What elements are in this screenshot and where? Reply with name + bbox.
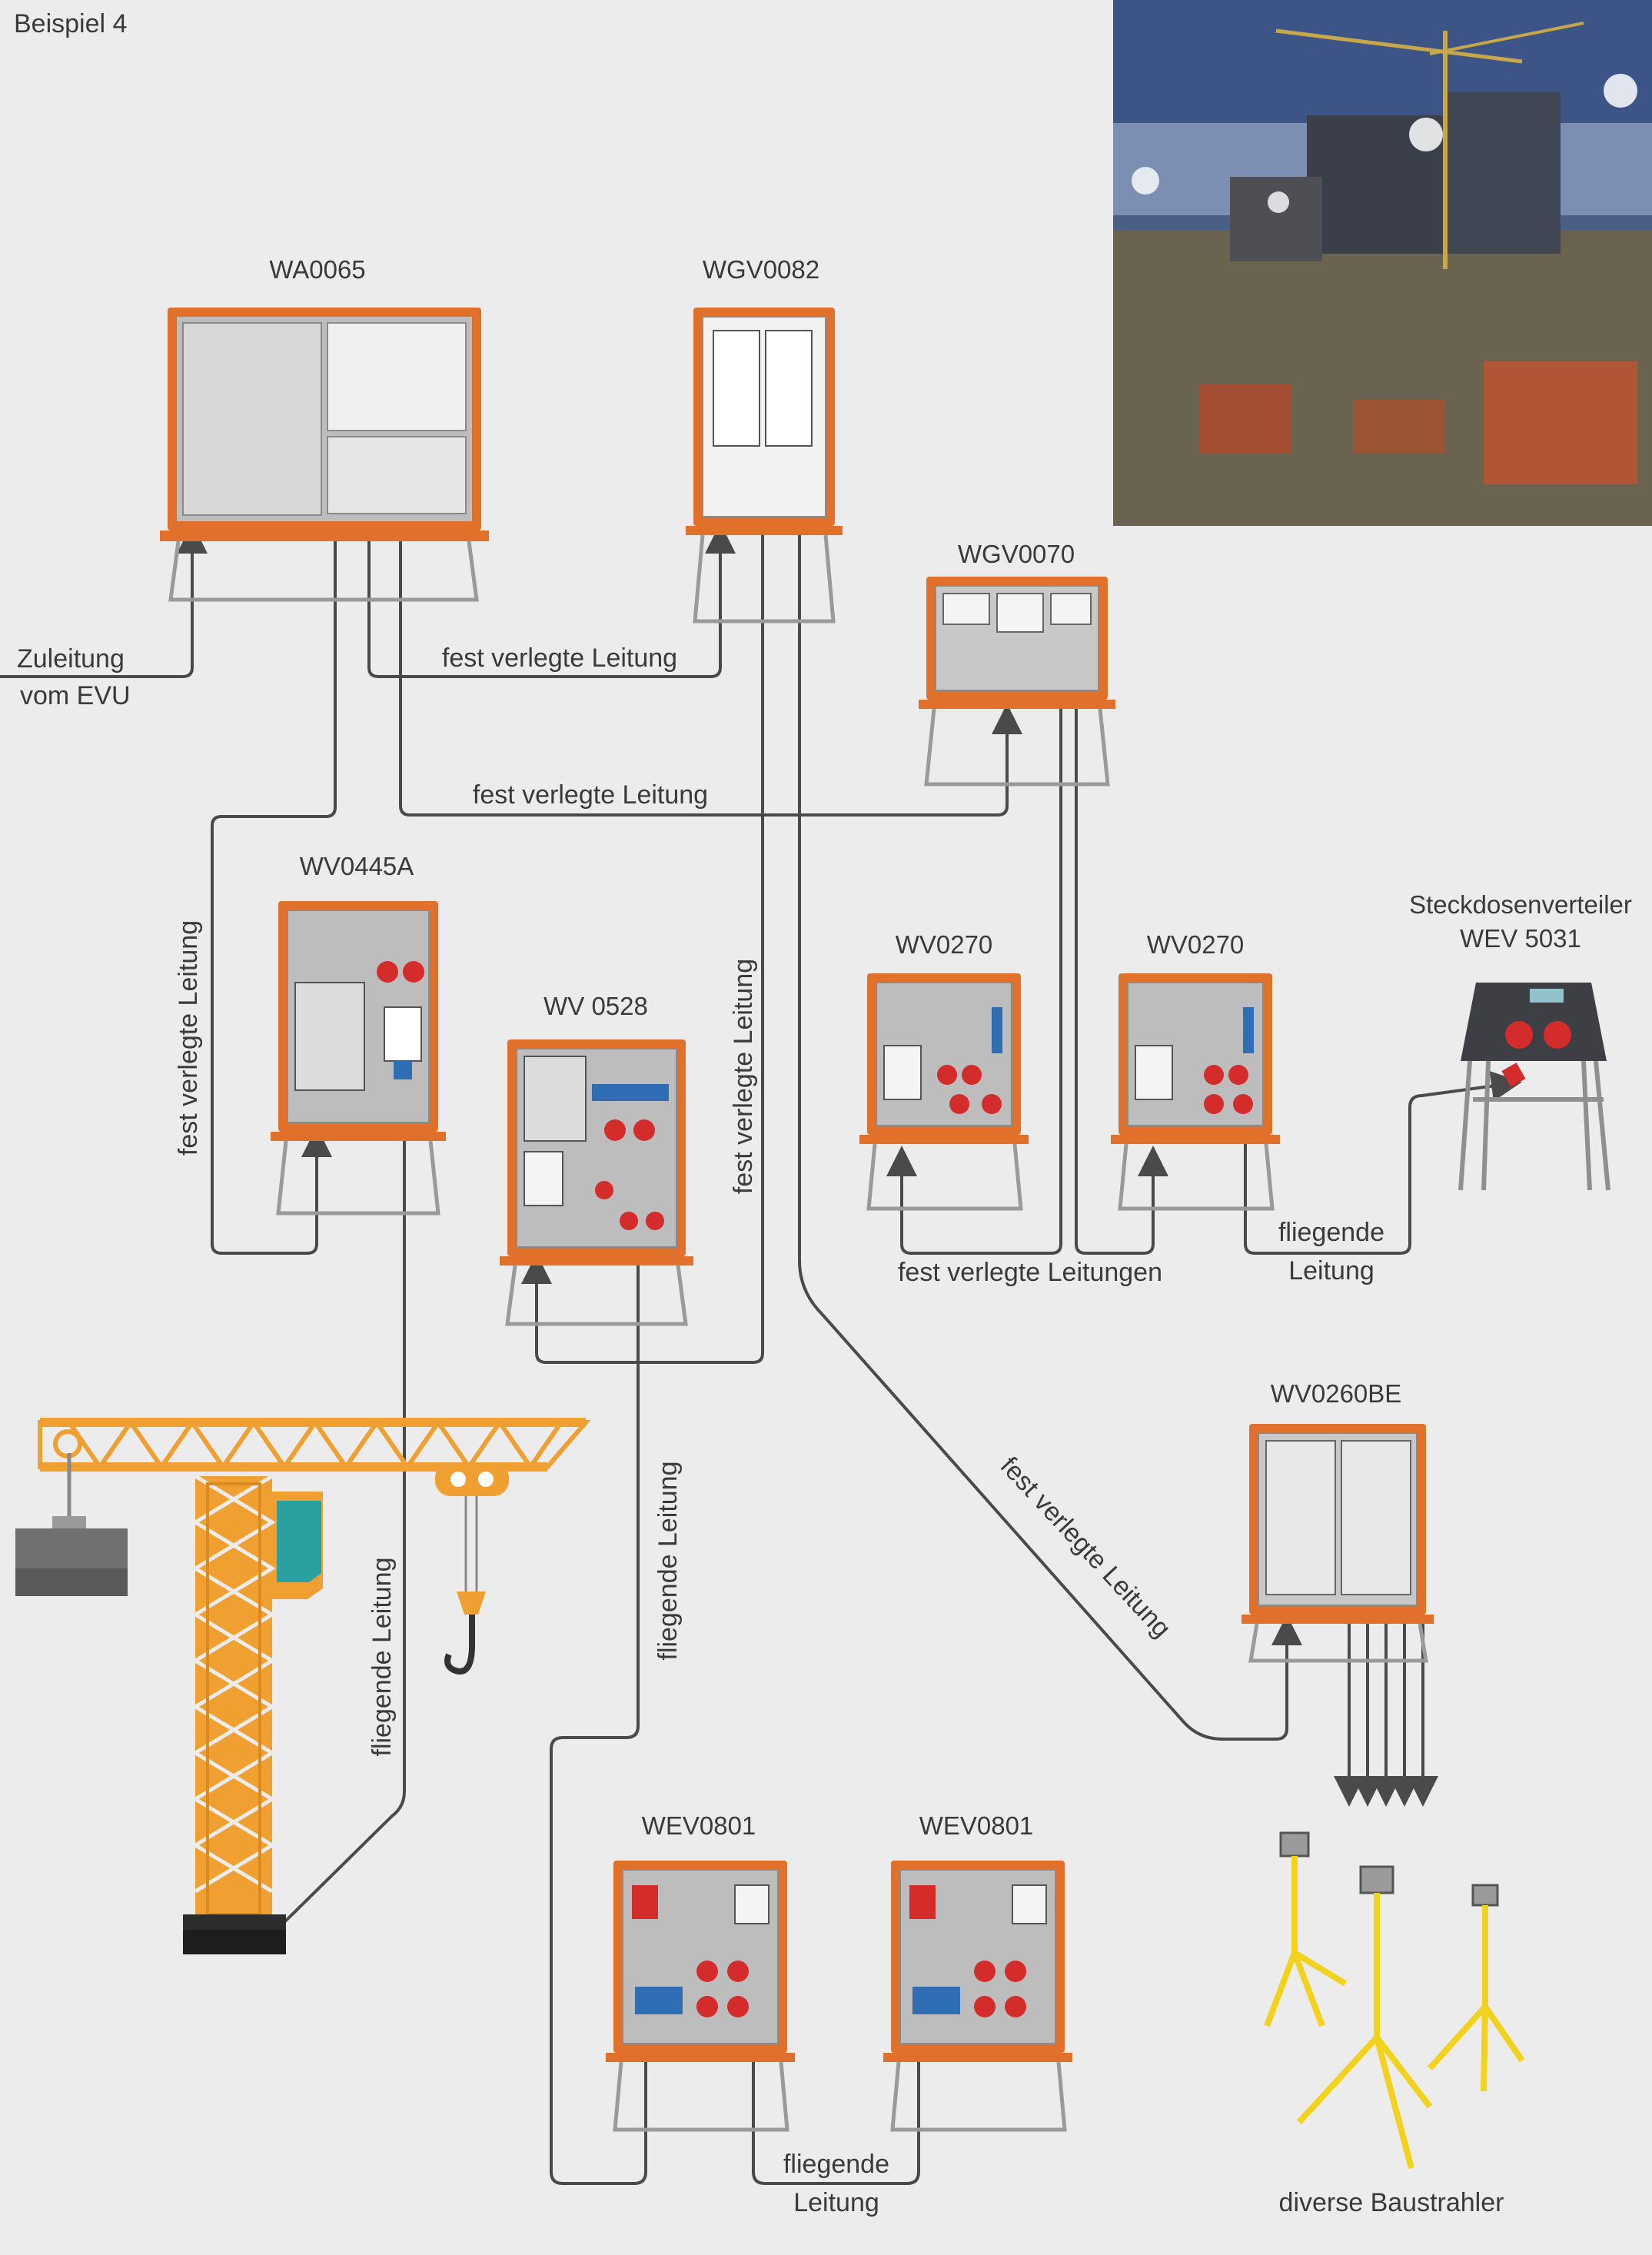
label-fliegende-leitung-1-line1: fliegende — [1278, 1218, 1384, 1247]
label-zuleitung-line1: Zuleitung — [17, 644, 125, 674]
cabinet-WA0065: WA0065 — [160, 255, 489, 602]
unit-label-WA0065: WA0065 — [269, 255, 365, 284]
tower-crane — [15, 1418, 591, 1954]
cabinet-WEV0801-a: WEV0801 — [606, 1811, 795, 2132]
unit-label-WV0445A: WV0445A — [300, 852, 414, 880]
unit-label-WV0528: WV 0528 — [543, 992, 648, 1020]
unit-label-WV0260BE: WV0260BE — [1271, 1379, 1402, 1408]
label-fliegende-leitung-2-line1: fliegende — [783, 2150, 889, 2179]
label-fest-verlegte-leitung-vertical-mid: fest verlegte Leitung — [729, 959, 758, 1194]
unit-label-WEV5031-line1: Steckdosenverteiler — [1409, 890, 1632, 919]
cabinet-WGV0082: WGV0082 — [686, 255, 843, 624]
cabinet-WGV0070: WGV0070 — [919, 540, 1115, 787]
cabinet-WV0270-a: WV0270 — [859, 930, 1029, 1211]
unit-label-WV0270-a: WV0270 — [896, 930, 993, 959]
label-fest-verlegte-leitung-1: fest verlegte Leitung — [442, 644, 677, 673]
cabinet-WV0528: WV 0528 — [500, 992, 693, 1326]
construction-site-photo — [1113, 0, 1652, 526]
label-fliegende-leitung-2-line2: Leitung — [793, 2188, 879, 2217]
socket-distributor-WEV5031: Steckdosenverteiler WEV 5031 — [1409, 890, 1632, 1191]
unit-label-WGV0070: WGV0070 — [958, 540, 1075, 568]
label-fest-verlegte-leitung-diagonal: fest verlegte Leitung — [995, 1452, 1177, 1644]
page-label: Beispiel 4 — [14, 9, 127, 38]
label-fest-verlegte-leitungen: fest verlegte Leitungen — [898, 1258, 1162, 1287]
label-fest-verlegte-leitung-2: fest verlegte Leitung — [473, 780, 708, 810]
unit-label-WV0270-b: WV0270 — [1147, 930, 1245, 959]
cabinet-WV0445A: WV0445A — [271, 852, 446, 1216]
label-fliegende-leitung-vertical: fliegende Leitung — [653, 1461, 683, 1660]
unit-label-WGV0082: WGV0082 — [703, 255, 819, 284]
unit-label-WEV0801-b: WEV0801 — [919, 1811, 1034, 1840]
label-fliegende-leitung-1-line2: Leitung — [1288, 1256, 1374, 1285]
cabinet-WV0260BE: WV0260BE — [1241, 1379, 1434, 1663]
cabinet-WEV0801-b: WEV0801 — [883, 1811, 1072, 2132]
unit-label-WEV0801-a: WEV0801 — [642, 1811, 756, 1840]
floodlights — [1264, 1831, 1525, 2170]
label-zuleitung-line2: vom EVU — [20, 681, 131, 710]
connection-lines — [0, 523, 1522, 2185]
label-fest-verlegte-leitung-vertical-left: fest verlegte Leitung — [174, 920, 203, 1156]
label-diverse-baustrahler: diverse Baustrahler — [1279, 2188, 1504, 2217]
label-fliegende-leitung-crane: fliegende Leitung — [367, 1557, 397, 1756]
unit-label-WEV5031-line2: WEV 5031 — [1460, 924, 1581, 953]
cabinet-WV0270-b: WV0270 — [1111, 930, 1280, 1211]
